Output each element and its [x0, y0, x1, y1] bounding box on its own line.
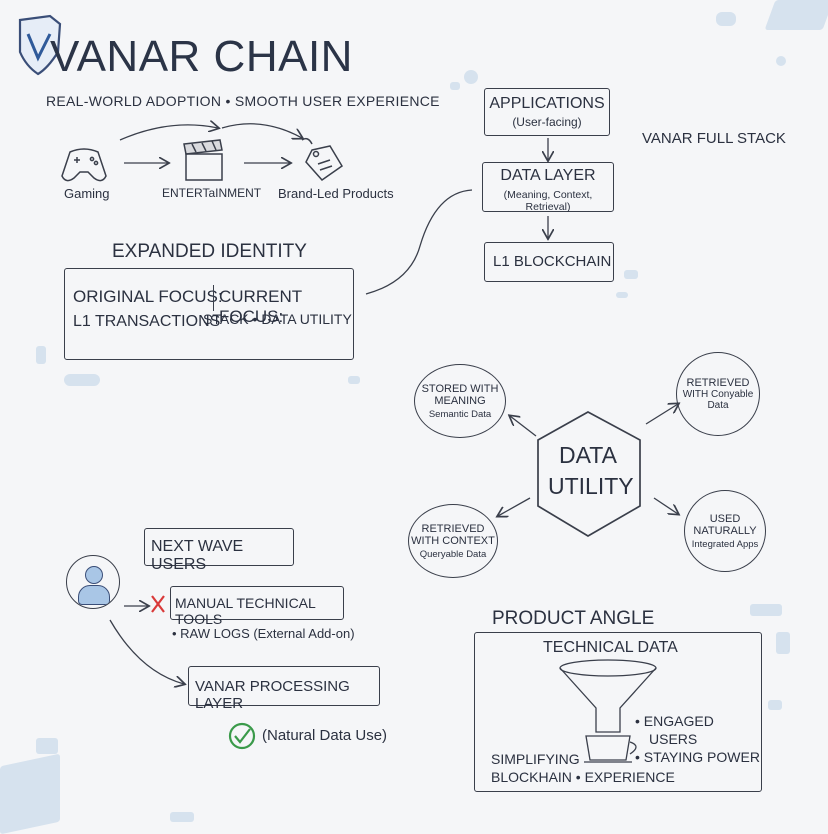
decor-shape [768, 700, 782, 710]
node-line: USED [709, 512, 741, 525]
node-sub: Data [707, 400, 729, 411]
engaged-users-line1: • ENGAGED [635, 713, 714, 729]
identity-heading: EXPANDED IDENTITY [112, 241, 307, 262]
vanar-shield-logo [18, 14, 62, 76]
decor-shape [170, 812, 194, 822]
decor-shape [616, 292, 628, 298]
staying-power-label: • STAYING POWER [635, 749, 760, 765]
vertical-label-brand: Brand-Led Products [278, 186, 394, 201]
original-focus-title: ORIGINAL FOCUS: [73, 287, 223, 306]
technical-data-label: TECHNICAL DATA [543, 639, 678, 656]
processing-layer-box: VANAR PROCESSING LAYER [188, 666, 380, 712]
decor-shape [64, 374, 100, 386]
arrow-gaming-to-entertainment-curve [119, 125, 218, 141]
page-title: VANAR CHAIN [50, 32, 353, 81]
data-utility-label: DATA UTILITY [548, 442, 634, 500]
node-sub: Queryable Data [419, 548, 487, 560]
identity-box: ORIGINAL FOCUS: L1 TRANSACTIONS CURRENT … [64, 268, 354, 360]
current-focus-title: CURRENT FOCUS: [219, 287, 302, 326]
engaged-users-line2: USERS [649, 731, 698, 747]
decor-shape [36, 346, 46, 364]
decor-shape [36, 738, 58, 754]
node-used-naturally: USED NATURALLY Integrated Apps [684, 490, 766, 572]
node-line: STORED WITH [421, 382, 499, 395]
decor-shape [776, 632, 790, 654]
identity-to-stack-curve [365, 189, 473, 295]
vertical-label-entertainment: ENTERTaINMENT [162, 186, 262, 200]
next-wave-users-heading: NEXT WAVE USERS [151, 538, 244, 573]
node-retrieved-convey: RETRIEVED WITH Conyable Data [676, 352, 760, 436]
node-retrieved-context: RETRIEVED WITH CONTEXT Queryable Data [408, 504, 498, 578]
arrow-hex-to-used [653, 497, 678, 514]
green-check-icon [228, 722, 256, 750]
decor-shape [716, 12, 736, 26]
original-focus-value: L1 TRANSACTIONS [73, 313, 221, 330]
node-sub: Semantic Data [428, 408, 492, 420]
simplifying-line1: SIMPLIFYING [491, 751, 580, 767]
funnel-icon [559, 659, 657, 733]
node-line: RETRIEVED [421, 522, 485, 535]
applications-subtitle: (User-facing) [512, 115, 582, 129]
l1-blockchain-box: L1 BLOCKCHAIN [484, 242, 614, 282]
decor-shape [348, 376, 360, 384]
full-stack-label: VANAR FULL STACK [642, 130, 786, 147]
current-focus-value: STACK • DATA UTILITY [203, 311, 352, 327]
node-stored-with-meaning: STORED WITH MEANING Semantic Data [414, 364, 506, 438]
cup-icon [584, 735, 637, 763]
data-layer-subtitle: (Meaning, Context, Retrieval) [503, 189, 593, 213]
data-layer-box: DATA LAYER (Meaning, Context, Retrieval) [482, 162, 614, 213]
l1-blockchain-title: L1 BLOCKCHAIN [493, 253, 612, 270]
decor-shape [624, 270, 638, 279]
node-sub: Integrated Apps [691, 538, 759, 550]
identity-divider [213, 285, 214, 311]
applications-box: APPLICATIONS (User-facing) [484, 88, 610, 136]
data-layer-title: DATA LAYER [500, 167, 596, 184]
arrow-hex-to-retrieved-context [498, 497, 531, 516]
decor-shape [450, 82, 460, 90]
vertical-label-gaming: Gaming [64, 186, 110, 201]
node-line: RETRIEVED [686, 377, 750, 389]
decor-shape [750, 604, 782, 616]
manual-tools-label: MANUAL TECHNICAL TOOLS [175, 595, 316, 627]
arrow-hex-to-retrieved-convey [645, 404, 678, 425]
decor-shape [776, 56, 786, 66]
processing-layer-label: VANAR PROCESSING LAYER [195, 678, 350, 712]
arrow-user-to-processing [109, 619, 184, 684]
data-utility-line1: DATA [559, 442, 617, 468]
natural-use-label: (Natural Data Use) [262, 727, 388, 744]
page-subtitle: REAL-WORLD ADOPTION • SMOOTH USER EXPERI… [46, 93, 440, 109]
avatar-head [85, 566, 103, 584]
node-line: NATURALLY [693, 524, 757, 537]
node-line: WITH CONTEXT [411, 534, 495, 547]
manual-tools-box: MANUAL TECHNICAL TOOLS [170, 586, 344, 627]
raw-logs-label: • RAW LOGS (External Add-on) [172, 626, 355, 641]
product-angle-box: TECHNICAL DATA • ENGAGED USERS • STAYING… [474, 632, 762, 792]
node-line: WITH Conyable [682, 389, 754, 400]
user-avatar [66, 555, 120, 609]
data-utility-line2: UTILITY [548, 473, 634, 499]
next-wave-users-box: NEXT WAVE USERS [144, 528, 294, 573]
applications-title: APPLICATIONS [489, 95, 605, 112]
avatar-body [78, 585, 110, 605]
product-angle-heading: PRODUCT ANGLE [492, 608, 655, 629]
arrow-hex-to-stored [510, 416, 537, 437]
node-line: MEANING [434, 394, 486, 407]
data-utility-hexagon [537, 411, 641, 537]
clapperboard-icon [183, 139, 223, 181]
price-tag-icon [301, 137, 344, 181]
gamepad-icon [61, 148, 107, 182]
decor-shape [464, 70, 478, 84]
red-x-icon [151, 595, 165, 613]
simplifying-line2: BLOCKHAIN • EXPERIENCE [491, 769, 675, 785]
arrow-entertainment-to-brand-curve [221, 123, 302, 138]
